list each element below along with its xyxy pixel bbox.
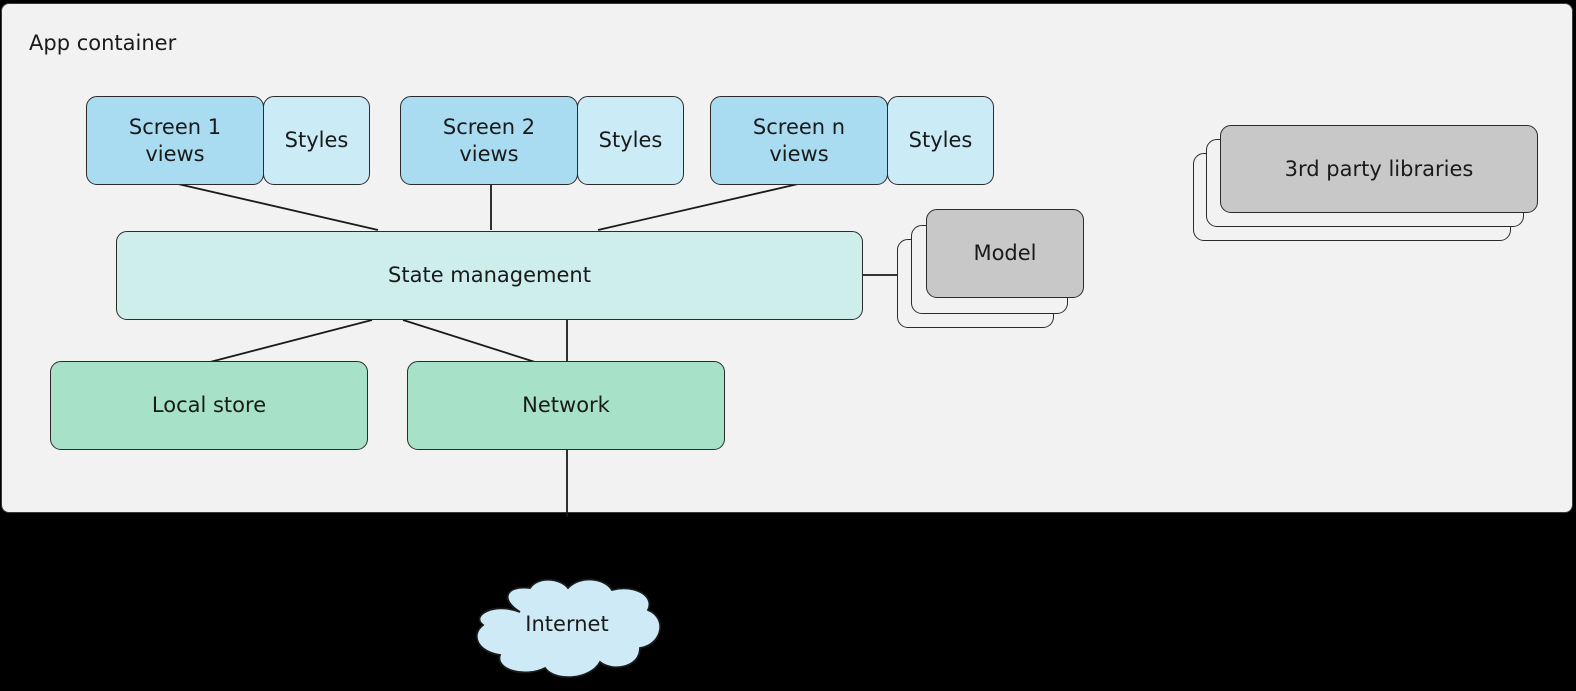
state-management-box: State management [116,231,863,320]
connector-state-network-a [402,319,536,363]
libraries-label: 3rd party libraries [1284,156,1474,181]
state-management-label: State management [388,263,591,287]
connector-state-localstore [209,319,373,363]
screen-2-styles-box: Styles [577,96,684,185]
app-container-label: App container [29,31,177,55]
screen-n-views-box: Screen n views [710,96,888,185]
network-label: Network [522,393,610,417]
screen-n-styles-box: Styles [887,96,994,185]
screen-1-views-box: Screen 1 views [86,96,264,185]
libraries-box: 3rd party libraries [1220,125,1538,213]
connector-screen1-state [177,183,379,231]
screen-n-views-label: Screen n views [752,114,846,166]
internet-cloud-icon [475,578,662,679]
model-label: Model [973,241,1037,265]
network-box: Network [407,361,725,450]
screen-1-styles-label: Styles [284,128,349,152]
local-store-label: Local store [151,393,267,417]
internet-label: Internet [525,612,609,636]
screen-2-views-box: Screen 2 views [400,96,578,185]
screen-1-styles-box: Styles [263,96,370,185]
local-store-box: Local store [50,361,368,450]
model-box: Model [926,209,1084,298]
connector-screenn-state [597,183,799,231]
screen-2-styles-label: Styles [598,128,663,152]
screen-2-views-label: Screen 2 views [442,114,536,166]
screen-n-styles-label: Styles [908,128,973,152]
screen-1-views-label: Screen 1 views [128,114,222,166]
